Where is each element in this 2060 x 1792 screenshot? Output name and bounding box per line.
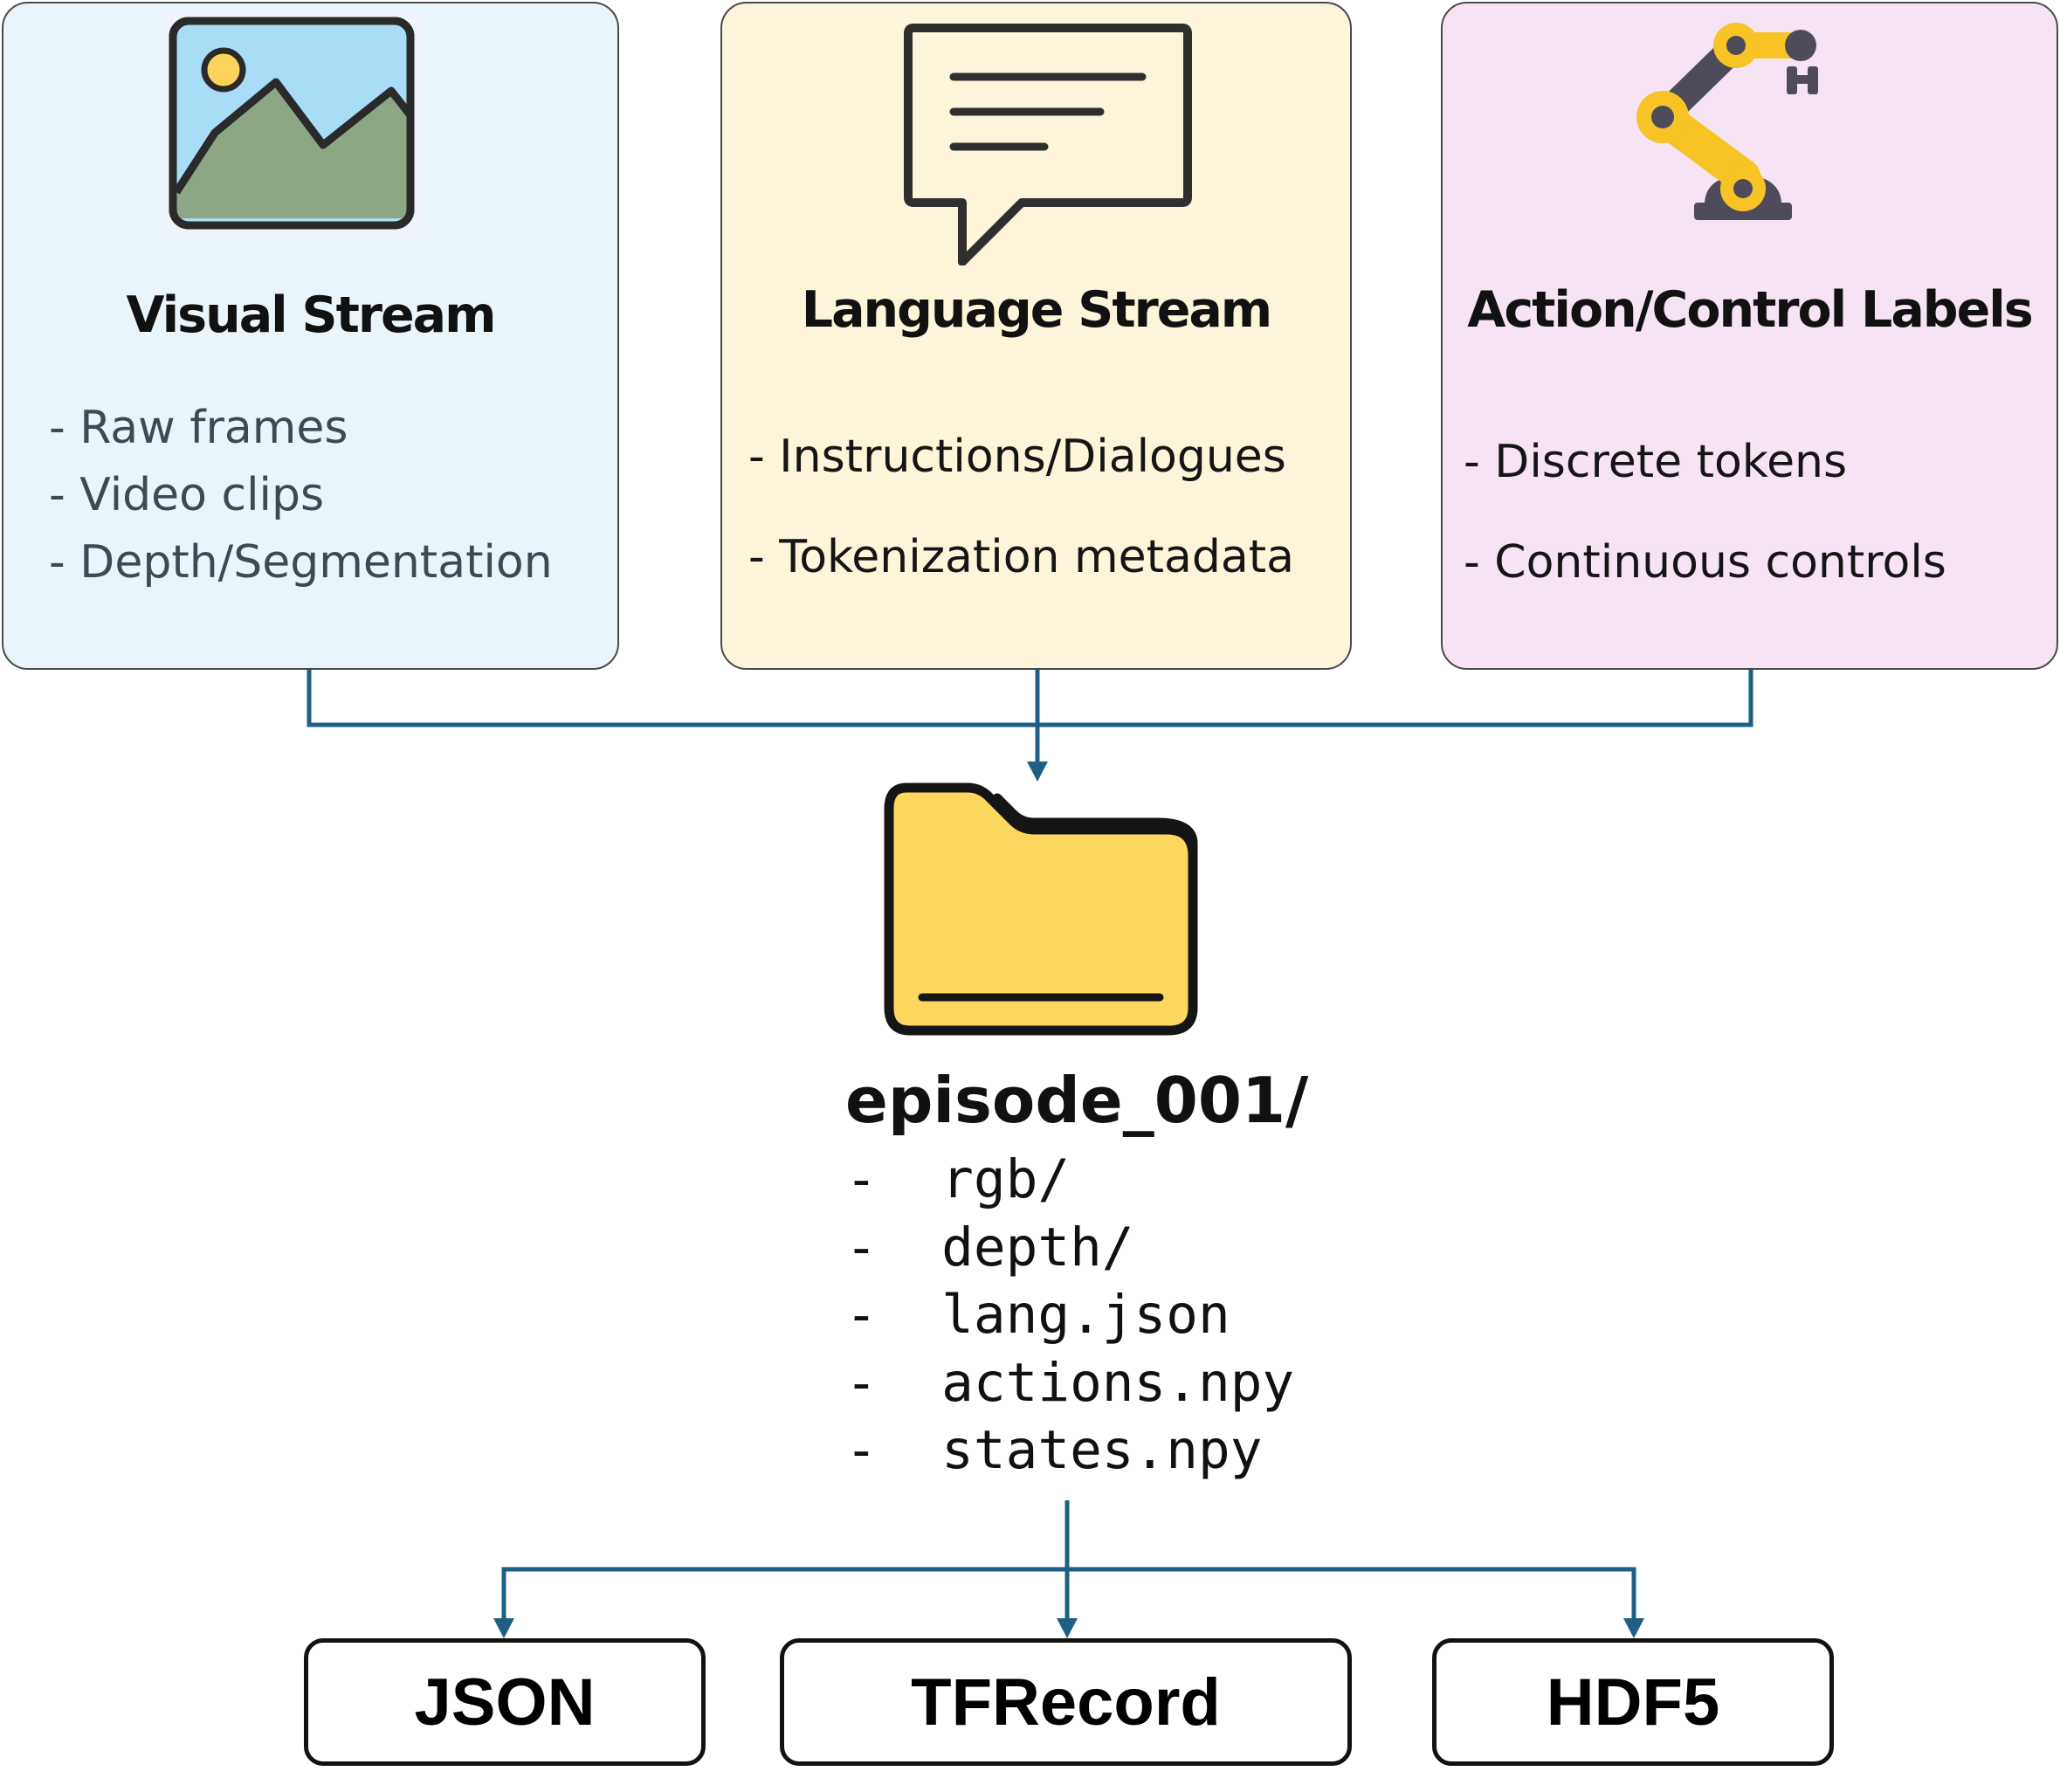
image-icon xyxy=(162,10,421,238)
list-item: - Continuous controls xyxy=(1464,536,1946,589)
connector-visual xyxy=(307,670,1753,727)
action-control-list: - Discrete tokens - Continuous controls xyxy=(1464,412,1946,613)
list-item: - Tokenization metadata xyxy=(748,531,1295,583)
action-control-card: Action/Control Labels - Discrete tokens … xyxy=(1441,2,2058,670)
language-stream-list: - Instructions/Dialogues - Tokenization … xyxy=(748,407,1294,608)
arrow-to-tfrecord xyxy=(1057,1618,1078,1638)
file-item: - states.npy xyxy=(845,1419,1263,1481)
visual-stream-card: Visual Stream - Raw frames - Video clips… xyxy=(2,2,619,670)
list-item: - Video clips xyxy=(49,469,325,521)
list-item: - Instructions/Dialogues xyxy=(748,431,1286,483)
format-json-box: JSON xyxy=(304,1638,706,1766)
speech-bubble-icon xyxy=(904,24,1192,265)
list-item: - Raw frames xyxy=(49,402,348,454)
list-item: - Discrete tokens xyxy=(1464,436,1848,488)
robot-arm-icon xyxy=(1636,23,1818,220)
file-item: - lang.json xyxy=(845,1284,1230,1346)
arrow-to-folder xyxy=(1027,762,1048,782)
language-stream-card: Language Stream - Instructions/Dialogues… xyxy=(720,2,1352,670)
file-item: - actions.npy xyxy=(845,1351,1295,1414)
file-item: - rgb/ xyxy=(845,1148,1071,1210)
episode-file-list: - rgb/ - depth/ - lang.json - actions.np… xyxy=(845,1146,1294,1485)
language-stream-title: Language Stream xyxy=(801,281,1272,339)
connector-format-bus xyxy=(501,1567,1636,1623)
visual-stream-list: - Raw frames - Video clips - Depth/Segme… xyxy=(49,395,553,596)
episode-folder-name: episode_001/ xyxy=(845,1064,1309,1137)
file-item: - depth/ xyxy=(845,1216,1134,1279)
list-item: - Depth/Segmentation xyxy=(49,536,553,589)
folder-icon xyxy=(884,782,1198,1036)
arrow-to-hdf5 xyxy=(1623,1618,1644,1638)
arrow-to-json xyxy=(493,1618,514,1638)
format-hdf5-box: HDF5 xyxy=(1432,1638,1834,1766)
visual-stream-title: Visual Stream xyxy=(126,286,497,344)
format-tfrecord-box: TFRecord xyxy=(780,1638,1352,1766)
action-control-title: Action/Control Labels xyxy=(1467,281,2033,339)
